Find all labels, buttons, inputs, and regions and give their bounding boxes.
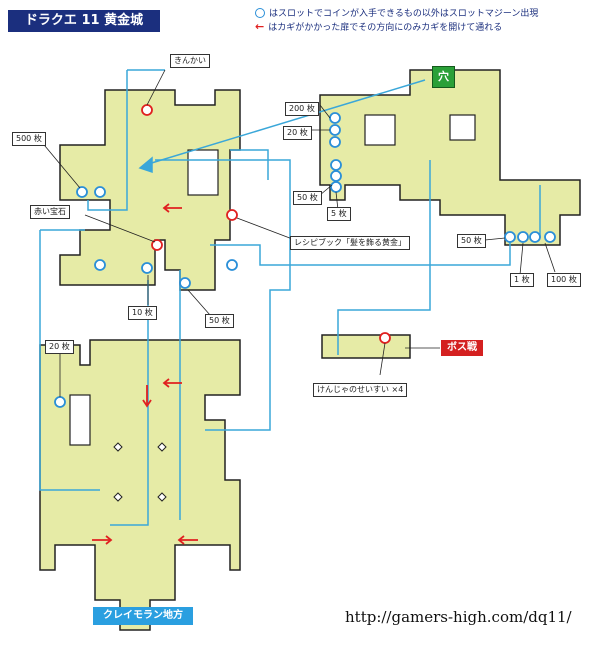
label-50c: 50 枚: [457, 234, 486, 248]
label-20a: 20 枚: [45, 340, 74, 354]
map-title: ドラクエ 11 黄金城 (PS4): [8, 10, 160, 50]
site-url: http://gamers-high.com/dq11/: [345, 608, 572, 626]
label-10: 10 枚: [128, 306, 157, 320]
warp-arrows: [138, 79, 426, 174]
boss-corridor: [321, 334, 411, 359]
label-100: 100 枚: [547, 273, 581, 287]
inner-holes: [69, 114, 476, 446]
boss-marker: ボス戦: [441, 340, 483, 356]
door-arrow-icon: ←: [255, 20, 265, 33]
legend-door-text: はカギがかかった扉でその方向にのみカギを開けて通れる: [268, 23, 503, 33]
label-kinkai: きんかい: [170, 54, 210, 68]
label-500: 500 枚: [12, 132, 46, 146]
slot-circle-icon: [255, 7, 265, 18]
label-kenja: けんじゃのせいすい ×4: [313, 383, 408, 397]
legend-door: ← はカギがかかった扉でその方向にのみカギを開けて通れる: [255, 20, 502, 33]
connections: [39, 69, 541, 526]
region-exit: クレイモラン地方: [93, 607, 193, 625]
label-20b: 20 枚: [283, 126, 312, 140]
label-50b: 50 枚: [293, 191, 322, 205]
treasure-circles: [141, 104, 391, 344]
label-1: 1 枚: [510, 273, 534, 287]
floor-areas: [39, 69, 581, 631]
label-leaders: [39, 69, 556, 397]
upper-right-section: [319, 69, 581, 246]
locked-door-arrows: [92, 203, 198, 545]
slot-circles: [54, 112, 556, 408]
label-5: 5 枚: [327, 207, 351, 221]
diamond-markers: [113, 442, 167, 502]
lower-section: [39, 339, 241, 631]
legend-slot-text: はスロットでコインが入手できるもの以外はスロットマジーン出現: [269, 9, 539, 19]
label-akai-houseki: 赤い宝石: [30, 205, 70, 219]
hole-marker: 穴: [432, 66, 455, 88]
label-200: 200 枚: [285, 102, 319, 116]
label-50a: 50 枚: [205, 314, 234, 328]
label-recipe: レシピブック「髪を飾る黄金」: [290, 236, 410, 250]
legend-slot: はスロットでコインが入手できるもの以外はスロットマジーン出現: [255, 6, 538, 19]
